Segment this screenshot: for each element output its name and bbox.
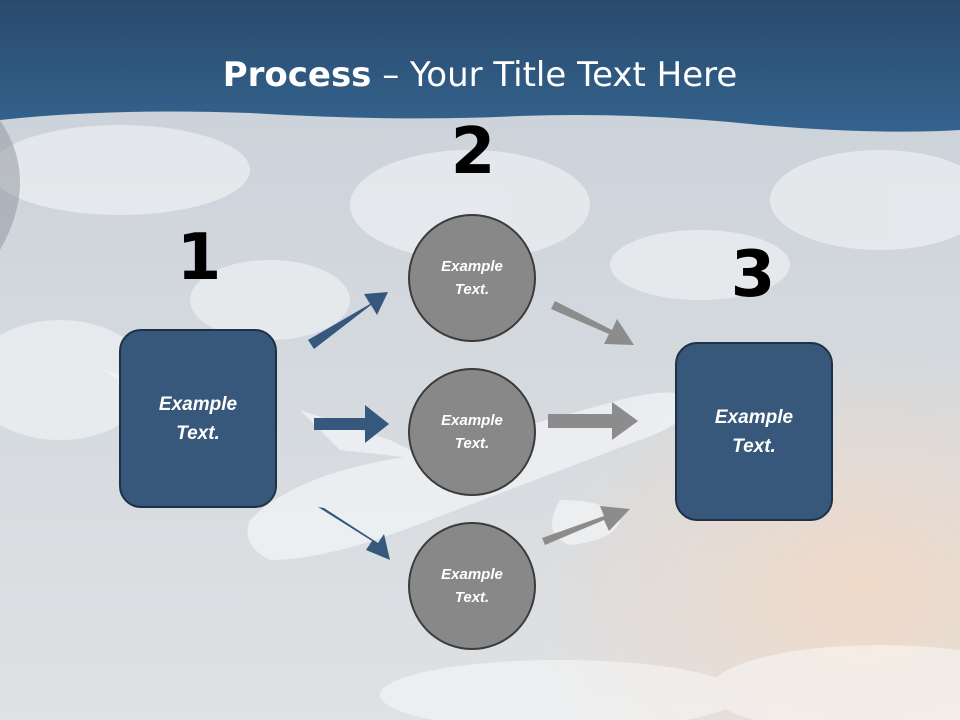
arrow-to-center-circle: [314, 405, 389, 443]
arrow-to-top-circle: [308, 292, 388, 349]
arrow-from-center-circle: [548, 402, 638, 440]
step-number-2: 2: [450, 115, 496, 189]
arrow-from-top-circle: [551, 301, 634, 345]
circle-bottom-line1: Example: [441, 566, 503, 583]
circle-top-line2: Text.: [454, 281, 490, 298]
step-number-1: 1: [176, 221, 222, 295]
start-box-line1: Example: [158, 393, 238, 415]
title-bold: Process: [222, 55, 372, 95]
end-box-line2: Text.: [732, 435, 776, 457]
step-number-3: 3: [730, 238, 776, 312]
circle-top-line1: Example: [441, 258, 503, 275]
arrow-to-bottom-circle: [318, 507, 390, 560]
arrow-from-bottom-circle: [542, 506, 630, 545]
end-box-line1: Example: [714, 406, 794, 428]
start-box-line2: Text.: [176, 422, 220, 444]
circle-bottom-line2: Text.: [454, 589, 490, 606]
circle-center-line1: Example: [441, 412, 503, 429]
title-rest: – Your Title Text Here: [371, 55, 738, 95]
circle-center-line2: Text.: [454, 435, 490, 452]
slide-title: Process – Your Title Text Here: [0, 50, 960, 100]
